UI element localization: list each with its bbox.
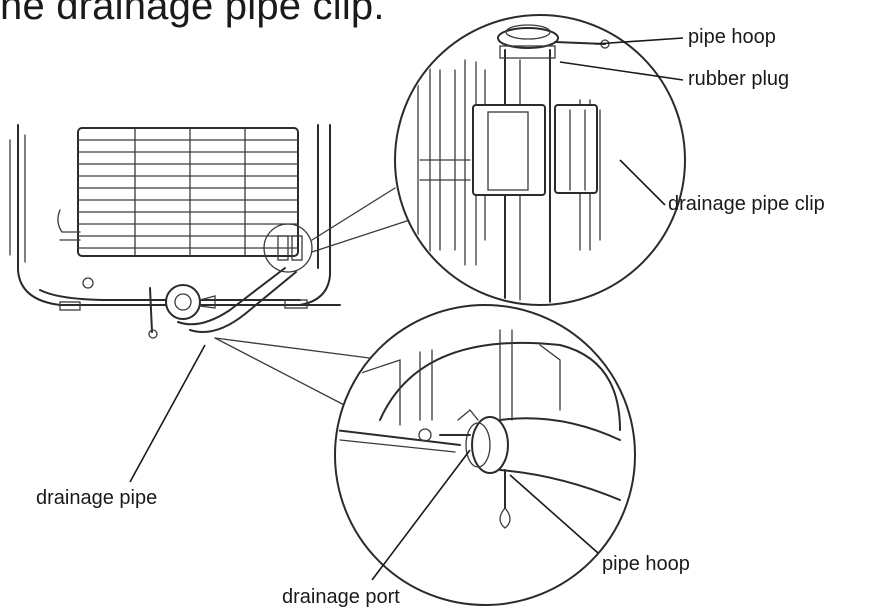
label-pipe-hoop-bottom: pipe hoop (602, 553, 690, 575)
zoom-marker-top (263, 223, 313, 273)
filter-grille (57, 127, 299, 257)
unit-body-illustration (9, 124, 341, 311)
detail-circle-port (334, 304, 636, 606)
label-pipe-hoop-top: pipe hoop (688, 26, 776, 48)
detail-circle-clip (394, 14, 686, 306)
label-rubber-plug: rubber plug (688, 68, 790, 90)
label-drainage-pipe-clip: drainage pipe clip (668, 193, 825, 215)
leader-lines (129, 37, 684, 581)
label-drainage-pipe: drainage pipe (36, 487, 158, 509)
label-drainage-port: drainage port (282, 586, 400, 608)
section-heading: he drainage pipe clip. (0, 0, 385, 28)
unit-drain-hose (148, 235, 303, 339)
